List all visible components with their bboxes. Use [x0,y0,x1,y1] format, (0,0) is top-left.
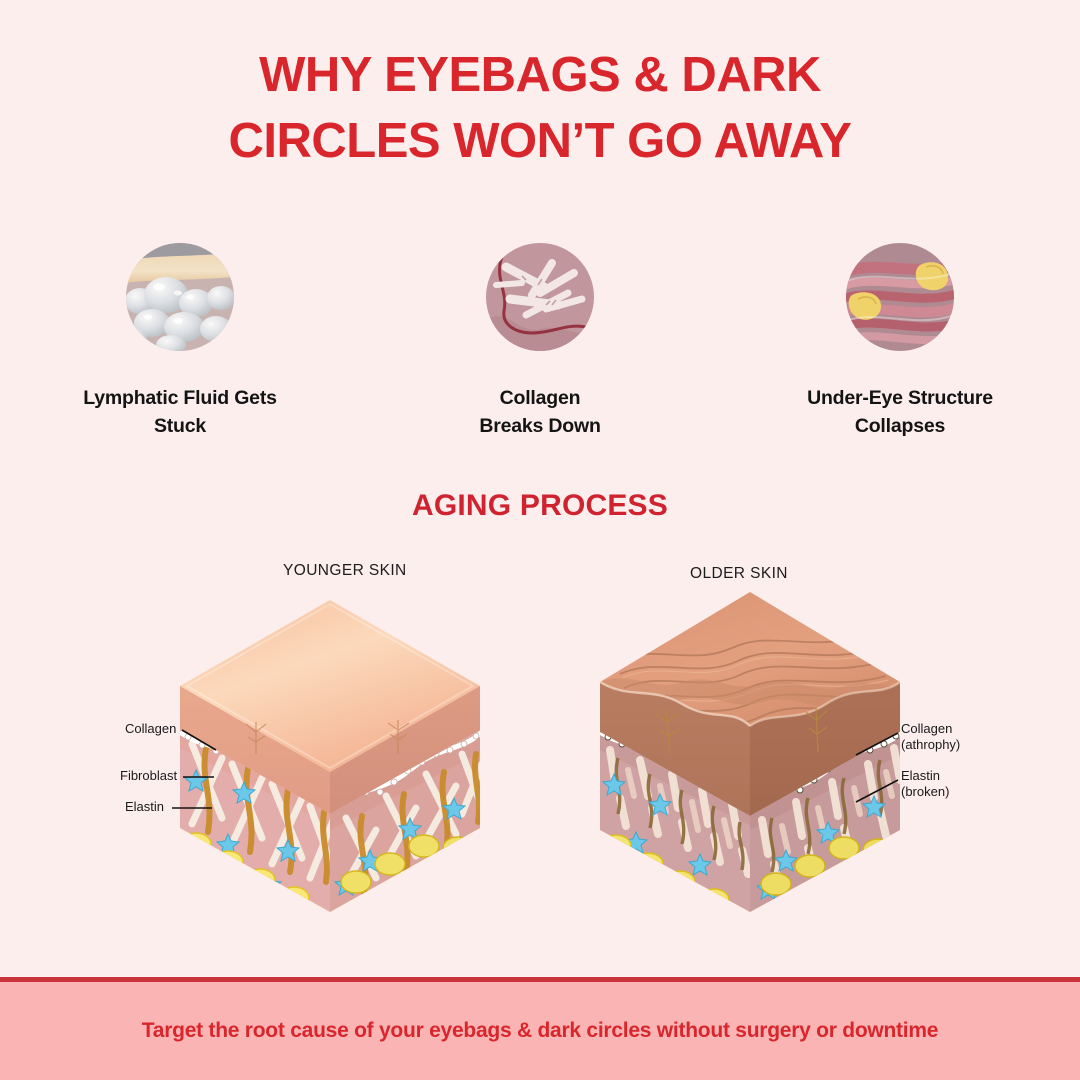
cause-label-line-1: Collagen [499,387,581,409]
younger-skin-block-diagram [170,582,490,927]
callout-collagen-younger: Collagen [125,721,177,736]
causes-row: Lymphatic Fluid Gets Stuck [0,243,1080,440]
callout-collagen-older-line-2: (athrophy) [901,737,961,752]
bottom-banner-text: Target the root cause of your eyebags & … [141,1019,939,1042]
cause-label-lymphatic-fluid: Lymphatic Fluid Gets Stuck [83,384,277,440]
cause-label-line-2: Breaks Down [479,415,601,437]
callout-leader-lines [172,729,899,809]
cause-label-line-1: Lymphatic Fluid Gets [83,387,277,409]
callout-fibroblast-younger: Fibroblast [120,768,178,783]
under-eye-fat-muscle-icon [846,243,954,351]
callout-elastin-older-line-2: (broken) [901,784,950,799]
callout-elastin-older: Elastin (broken) [901,768,949,800]
cause-label-collagen-breakdown: Collagen Breaks Down [479,384,601,440]
cause-label-structure-collapse: Under-Eye Structure Collapses [807,384,993,440]
callout-elastin-older-line-1: Elastin [901,768,941,783]
callout-collagen-older: Collagen (athrophy) [901,721,960,753]
cause-item-lymphatic-fluid: Lymphatic Fluid Gets Stuck [0,243,360,440]
callout-elastin-younger: Elastin [125,799,165,814]
page-title-line-2: CIRCLES WON’T GO AWAY [228,114,852,168]
younger-skin-caption: YOUNGER SKIN [283,562,407,579]
callout-collagen-older-line-1: Collagen [901,721,953,736]
page-title: WHY EYEBAGS & DARK CIRCLES WON’T GO AWAY [0,42,1080,174]
cause-item-collagen-breakdown: Collagen Breaks Down [360,243,720,440]
skin-diagrams: YOUNGER SKIN OLDER SKIN [0,540,1080,940]
cause-label-line-2: Collapses [854,415,946,437]
lymphatic-fluid-bubbles-icon [126,243,234,351]
cause-item-structure-collapse: Under-Eye Structure Collapses [720,243,1080,440]
page-title-line-1: WHY EYEBAGS & DARK [259,48,821,102]
broken-collagen-fibers-icon [486,243,594,351]
older-skin-block-diagram [590,582,910,927]
cause-label-line-1: Under-Eye Structure [807,387,993,409]
cause-label-line-2: Stuck [153,415,207,437]
older-skin-caption: OLDER SKIN [690,565,788,582]
bottom-banner: Target the root cause of your eyebags & … [0,977,1080,1080]
aging-process-heading: AGING PROCESS [412,489,668,522]
